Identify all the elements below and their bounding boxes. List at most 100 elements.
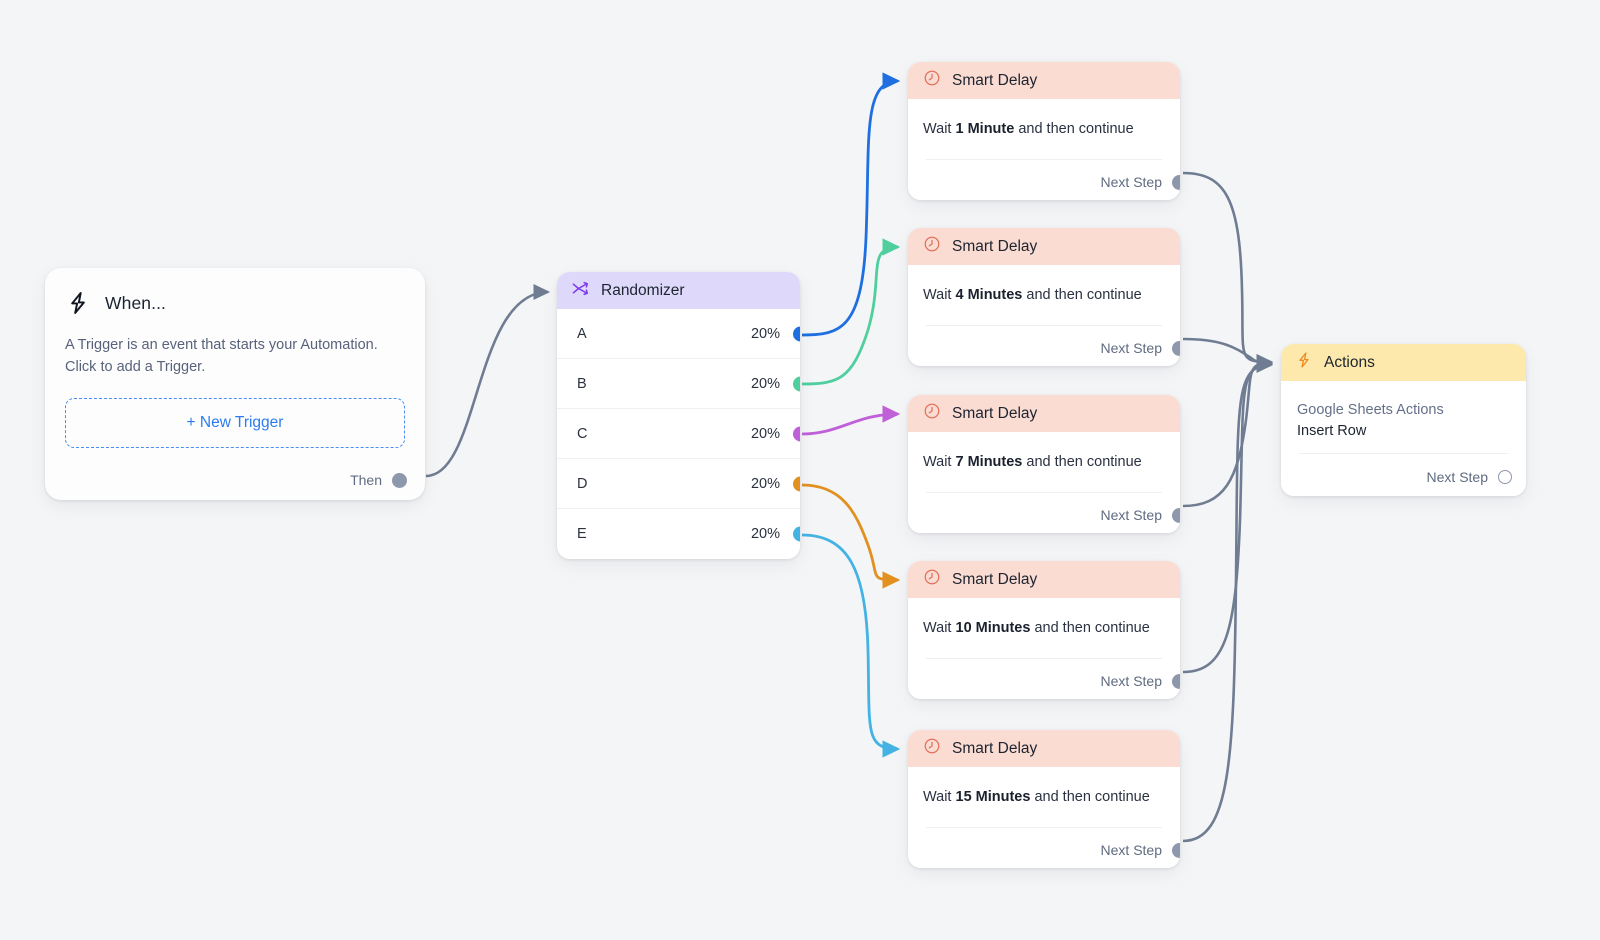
wait-duration: 1 Minute [955,121,1015,137]
randomizer-branch-row[interactable]: C 20% [557,409,800,459]
wait-suffix: and then continue [1030,620,1150,636]
next-step-label: Next Step [1100,507,1162,523]
trigger-output-port[interactable]: Then [350,472,407,488]
wait-prefix: Wait [923,454,956,470]
output-port-dot[interactable] [1498,470,1512,484]
randomizer-header: Randomizer [557,272,800,309]
branch-output-port-e[interactable] [792,526,800,542]
actions-node[interactable]: Actions Google Sheets Actions Insert Row… [1281,344,1526,496]
output-port-dot[interactable] [1172,842,1180,858]
smart-delay-output-port[interactable]: Next Step [1100,507,1180,523]
smart-delay-text: Wait 7 Minutes and then continue [923,452,1165,472]
edge-branch-b [801,238,901,386]
smart-delay-body: Wait 7 Minutes and then continue Next St… [908,432,1180,533]
clock-icon [923,737,941,760]
branch-key: B [577,375,587,392]
clock-icon [923,568,941,591]
smart-delay-node[interactable]: Smart Delay Wait 7 Minutes and then cont… [908,395,1180,533]
wait-duration: 4 Minutes [955,287,1023,303]
next-step-label: Next Step [1100,673,1162,689]
branch-key: D [577,475,588,492]
output-port-dot[interactable] [1172,340,1180,356]
wait-prefix: Wait [923,789,956,805]
smart-delay-node[interactable]: Smart Delay Wait 15 Minutes and then con… [908,730,1180,868]
divider [1299,453,1508,454]
divider [926,159,1162,160]
actions-header: Actions [1281,344,1526,381]
output-port-dot[interactable] [1172,174,1180,190]
divider [926,492,1162,493]
branch-percent: 20% [750,425,780,442]
trigger-description: A Trigger is an event that starts your A… [65,337,378,375]
smart-delay-header: Smart Delay [908,62,1180,99]
output-port-dot[interactable] [1172,507,1180,523]
next-step-label: Next Step [1100,340,1162,356]
randomizer-node[interactable]: Randomizer A 20% B 20% C 20% D 20% [557,272,800,559]
lightning-bolt-icon [1295,351,1313,374]
smart-delay-node[interactable]: Smart Delay Wait 4 Minutes and then cont… [908,228,1180,366]
lightning-bolt-icon [65,290,91,316]
wait-duration: 15 Minutes [955,789,1031,805]
wait-prefix: Wait [923,620,956,636]
actions-title: Actions [1324,353,1375,371]
edge-branch-a [801,72,901,337]
smart-delay-output-port[interactable]: Next Step [1100,340,1180,356]
randomizer-branch-row[interactable]: A 20% [557,309,800,359]
edge-trigger-to-randomizer [425,283,551,478]
smart-delay-text: Wait 1 Minute and then continue [923,119,1165,139]
smart-delay-body: Wait 1 Minute and then continue Next Ste… [908,99,1180,200]
smart-delay-header: Smart Delay [908,395,1180,432]
output-port-dot[interactable] [1172,673,1180,689]
actions-output-port[interactable]: Next Step [1427,469,1512,485]
edge-delay1-to-actions [1182,171,1274,371]
branch-key: E [577,526,587,542]
branch-percent: 20% [750,526,780,542]
smart-delay-body: Wait 4 Minutes and then continue Next St… [908,265,1180,366]
randomizer-branch-row[interactable]: D 20% [557,459,800,509]
trigger-node[interactable]: When... A Trigger is an event that start… [45,268,425,500]
branch-key: A [577,325,587,342]
randomizer-title: Randomizer [601,281,685,299]
wait-suffix: and then continue [1030,789,1150,805]
page-title: When... [105,292,167,313]
clock-icon [923,235,941,258]
wait-prefix: Wait [923,287,956,303]
smart-delay-text: Wait 15 Minutes and then continue [923,787,1165,807]
randomizer-branch-row[interactable]: B 20% [557,359,800,409]
output-port-dot[interactable] [392,472,407,488]
actions-body: Google Sheets Actions Insert Row Next St… [1281,381,1526,496]
wait-duration: 7 Minutes [955,454,1023,470]
branch-output-port-c[interactable] [792,426,800,441]
next-step-label: Next Step [1100,842,1162,858]
actions-value: Insert Row [1297,423,1367,439]
clock-icon [923,402,941,425]
smart-delay-node[interactable]: Smart Delay Wait 10 Minutes and then con… [908,561,1180,699]
smart-delay-output-port[interactable]: Next Step [1100,842,1180,858]
smart-delay-output-port[interactable]: Next Step [1100,673,1180,689]
smart-delay-text: Wait 10 Minutes and then continue [923,618,1165,638]
next-step-label: Next Step [1100,174,1162,190]
edge-delay2-to-actions [1182,337,1274,371]
add-new-trigger-button[interactable]: + New Trigger [65,398,405,448]
branch-output-port-b[interactable] [792,376,800,391]
randomizer-branch-row[interactable]: E 20% [557,509,800,559]
smart-delay-title: Smart Delay [952,739,1038,757]
branch-percent: 20% [750,325,780,342]
divider [926,658,1162,659]
smart-delay-title: Smart Delay [952,404,1038,422]
smart-delay-output-port[interactable]: Next Step [1100,174,1180,190]
then-label: Then [350,472,382,488]
edge-branch-e [801,533,901,758]
smart-delay-header: Smart Delay [908,561,1180,598]
wait-suffix: and then continue [1022,454,1142,470]
smart-delay-title: Smart Delay [952,237,1038,255]
wait-prefix: Wait [923,121,956,137]
smart-delay-body: Wait 15 Minutes and then continue Next S… [908,767,1180,868]
branch-output-port-d[interactable] [792,476,800,491]
divider [926,325,1162,326]
smart-delay-node[interactable]: Smart Delay Wait 1 Minute and then conti… [908,62,1180,200]
smart-delay-header: Smart Delay [908,730,1180,767]
branch-output-port-a[interactable] [792,326,800,341]
smart-delay-header: Smart Delay [908,228,1180,265]
